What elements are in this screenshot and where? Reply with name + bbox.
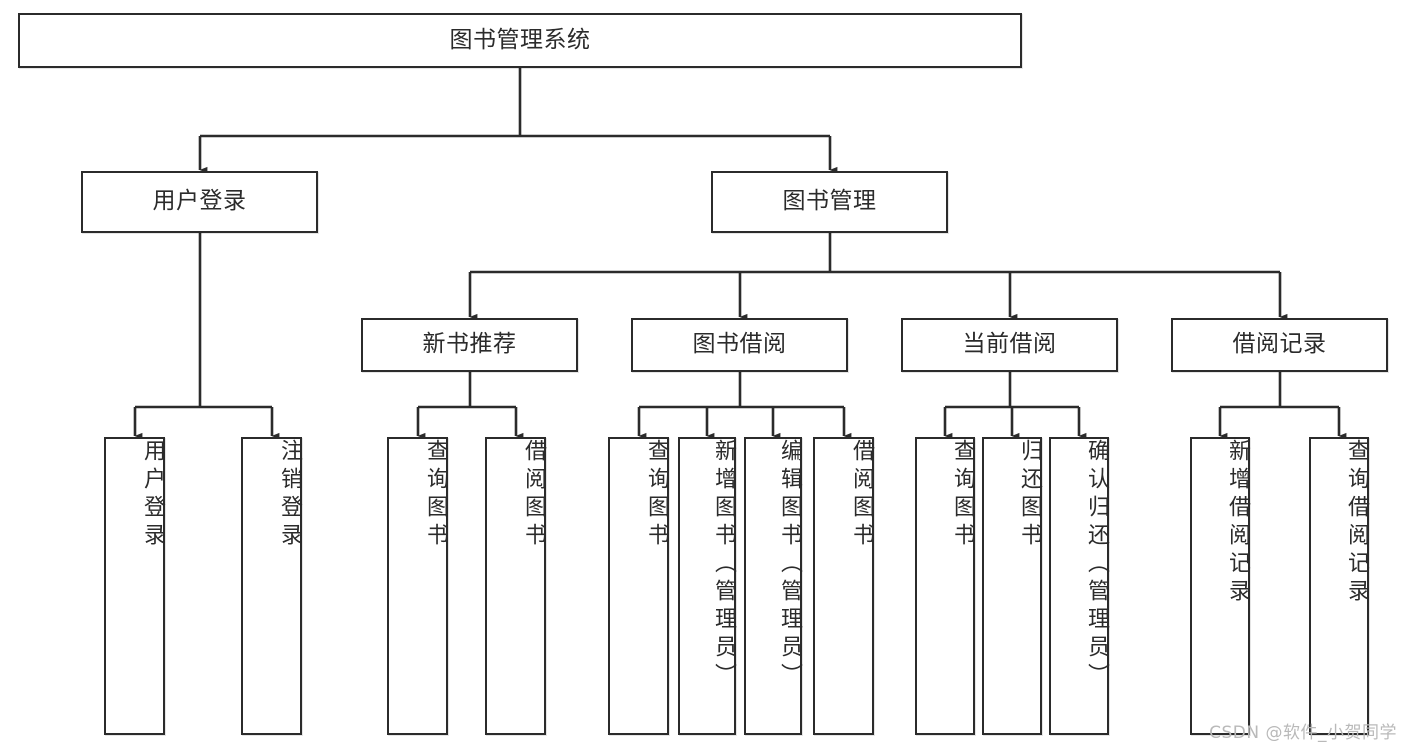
node-label-l-querybook2: 查询图书 [644,439,669,551]
node-l-confirm[interactable]: 确认归还（管理员） [1049,437,1109,735]
node-borrow[interactable]: 图书借阅 [631,318,848,372]
node-l-querybook3[interactable]: 查询图书 [915,437,975,735]
node-label-l-querybook1: 查询图书 [423,439,448,551]
node-label-bookmgmt: 图书管理 [782,188,877,215]
node-l-borrowbk1[interactable]: 借阅图书 [485,437,546,735]
node-l-queryrec[interactable]: 查询借阅记录 [1309,437,1369,735]
node-l-returnbk[interactable]: 归还图书 [982,437,1042,735]
node-label-l-logout: 注销登录 [277,439,302,551]
node-label-l-borrowbk2: 借阅图书 [849,439,874,551]
node-root[interactable]: 图书管理系统 [18,13,1022,68]
node-l-addbook[interactable]: 新增图书（管理员） [678,437,736,735]
node-l-logout[interactable]: 注销登录 [241,437,302,735]
node-label-l-queryrec: 查询借阅记录 [1344,439,1369,607]
node-label-l-addrec: 新增借阅记录 [1225,439,1250,607]
csdn-watermark: CSDN @软件_小贺同学 [1209,723,1397,743]
node-label-l-borrowbk1: 借阅图书 [521,439,546,551]
node-records[interactable]: 借阅记录 [1171,318,1388,372]
node-bookmgmt[interactable]: 图书管理 [711,171,948,233]
edge-layer [133,68,1347,440]
node-l-querybook2[interactable]: 查询图书 [608,437,669,735]
node-label-records: 借阅记录 [1232,331,1327,358]
node-label-newbook: 新书推荐 [422,331,517,358]
node-label-login: 用户登录 [152,188,247,215]
node-label-l-querybook3: 查询图书 [950,439,975,551]
node-label-root: 图书管理系统 [449,26,591,53]
node-label-l-login: 用户登录 [140,439,165,551]
node-newbook[interactable]: 新书推荐 [361,318,578,372]
node-label-l-addbook: 新增图书（管理员） [711,439,736,691]
node-l-querybook1[interactable]: 查询图书 [387,437,448,735]
node-l-login[interactable]: 用户登录 [104,437,165,735]
node-l-borrowbk2[interactable]: 借阅图书 [813,437,874,735]
node-login[interactable]: 用户登录 [81,171,318,233]
node-l-editbook[interactable]: 编辑图书（管理员） [744,437,802,735]
node-current[interactable]: 当前借阅 [901,318,1118,372]
node-label-l-editbook: 编辑图书（管理员） [777,439,802,691]
node-label-borrow: 图书借阅 [692,331,787,358]
node-l-addrec[interactable]: 新增借阅记录 [1190,437,1250,735]
node-label-l-confirm: 确认归还（管理员） [1084,439,1109,691]
node-label-l-returnbk: 归还图书 [1017,439,1042,551]
node-label-current: 当前借阅 [962,331,1057,358]
